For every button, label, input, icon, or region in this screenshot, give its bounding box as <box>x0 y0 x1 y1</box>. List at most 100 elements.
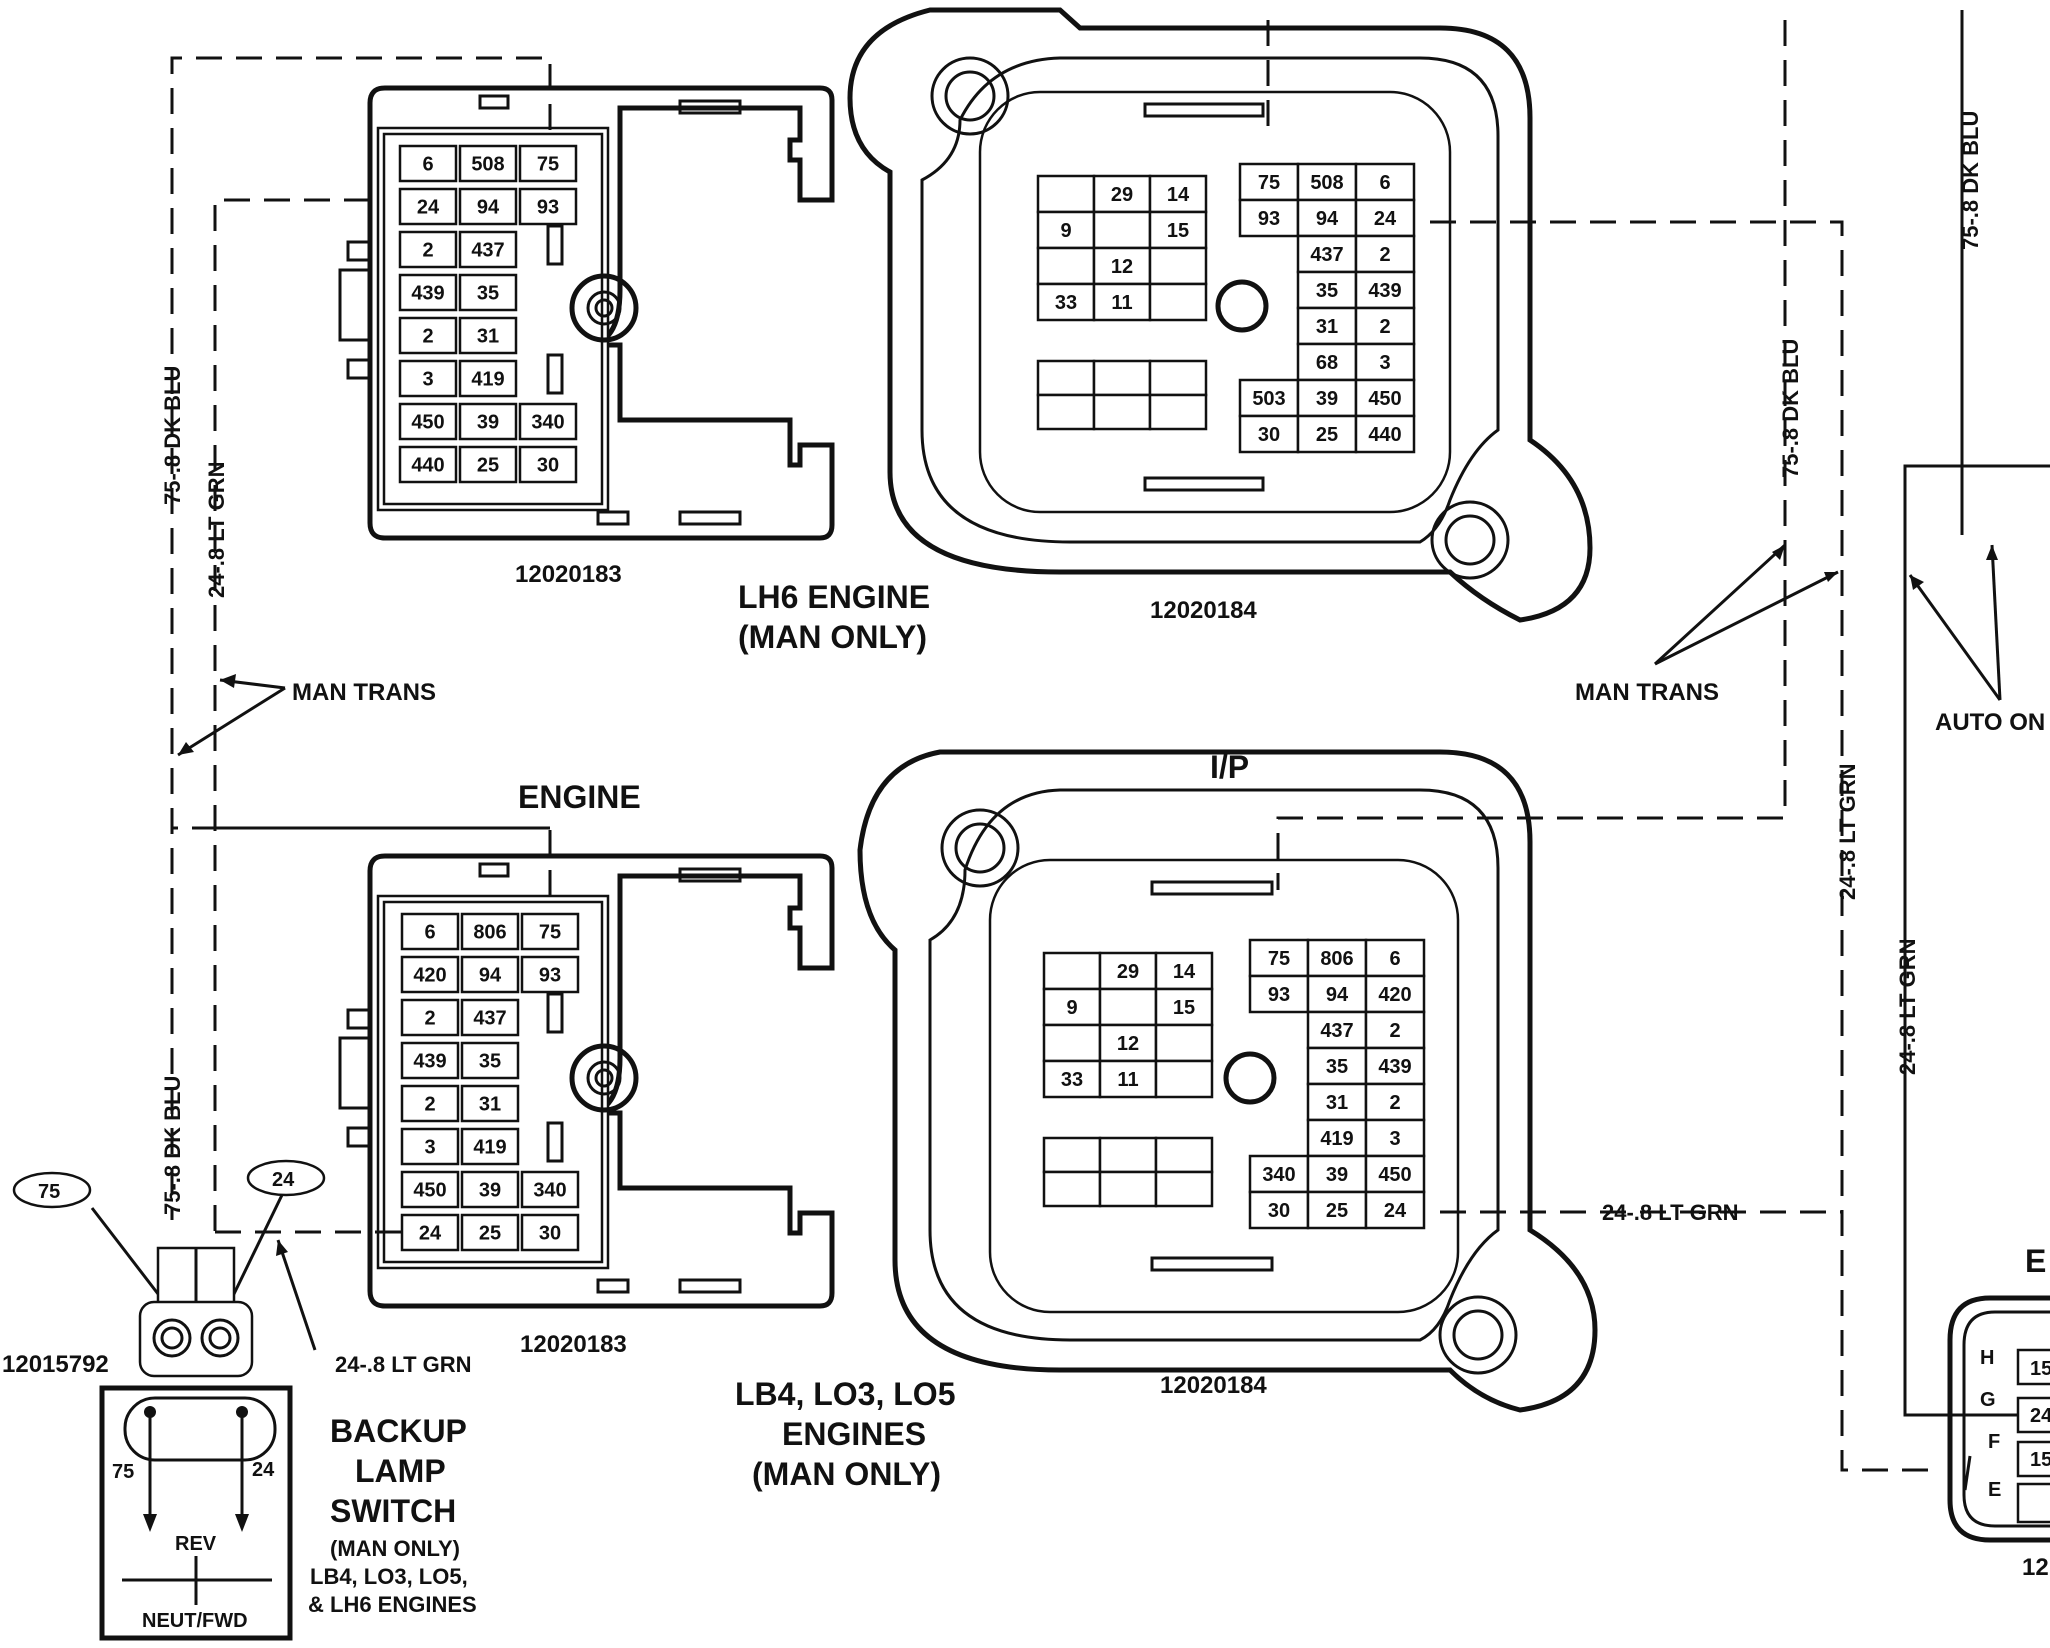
right-heading-partial: E <box>2025 1243 2046 1279</box>
ip-bottom-left-grid-3-1-cell <box>1098 1059 1158 1099</box>
ip-top-left-pin-12: 12 <box>1111 256 1133 278</box>
man-trans-label-right: MAN TRANS <box>1575 679 1719 706</box>
right-pin-h: H <box>1980 1347 1994 1369</box>
ip-top-right-pin-30-cell <box>1238 414 1300 454</box>
ip-bottom-right-pin-24-label: 24 <box>1384 1200 1407 1222</box>
engine-bottom-pin-3-label: 3 <box>424 1137 435 1159</box>
ip-bottom-right-pin-24-cell <box>1364 1190 1426 1230</box>
engine-bottom-pin-31-label: 31 <box>479 1094 501 1116</box>
engine-bottom-pin-94-label: 94 <box>479 965 502 987</box>
callout-75-bubble <box>12 1171 92 1209</box>
ip-bottom-blank-1-1-cell <box>1098 1170 1158 1208</box>
ip-top-left-pin-9: 9 <box>1060 220 1071 242</box>
ip-bottom-left-pin-29: 29 <box>1117 961 1139 983</box>
engine-bottom-pin-437-label: 437 <box>473 1008 506 1030</box>
ip-top-left-grid-2-0-cell <box>1036 246 1096 286</box>
engine-top-pin-39-label: 39 <box>477 412 499 434</box>
wire-label-75-dk-blu-right-1: 75-.8 DK BLU <box>1778 339 1803 478</box>
ip-top-right-pin-3-label: 3 <box>1379 352 1390 374</box>
wire-paths <box>170 10 2050 1472</box>
wire-label-75-dk-blu-left-bottom: 75-.8 DK BLU <box>160 1076 185 1215</box>
engine-top-pin-439-cell <box>398 273 458 312</box>
ip-bottom-right-pin-94-label: 94 <box>1326 984 1349 1006</box>
engine-top-pin-340-cell <box>518 402 578 441</box>
engine-top-pin-440-label: 440 <box>411 455 444 477</box>
engine-top-pin-508-cell <box>458 144 518 183</box>
engine-top-pin-340-label: 340 <box>531 412 564 434</box>
ip-top-right-pin-2-cell <box>1354 306 1416 346</box>
ip-top-right-pin-31-label: 31 <box>1316 316 1338 338</box>
ip-top-right-pin-31-cell <box>1296 306 1358 346</box>
engine-top-pin-24-cell <box>398 187 458 226</box>
engine-bottom-pin-340-label: 340 <box>533 1180 566 1202</box>
engine-bottom-pin-30-label: 30 <box>539 1223 561 1245</box>
engine-bottom-pin-30-cell <box>520 1213 580 1252</box>
engine-bottom-pin-2-cell <box>400 998 460 1037</box>
right-pin-g: G <box>1980 1389 1996 1411</box>
ip-bottom-left-grid-0-0-cell <box>1042 951 1102 991</box>
lb-engines-title: LB4, LO3, LO5 <box>735 1376 955 1412</box>
lh6-man-only: (MAN ONLY) <box>738 619 927 655</box>
ip-bottom-right-pin-75-label: 75 <box>1268 948 1290 970</box>
ip-top-right-pin-75-label: 75 <box>1258 172 1280 194</box>
lb-engines-sub: ENGINES <box>782 1416 926 1452</box>
ip-top-left-pin-33: 33 <box>1055 292 1077 314</box>
ip-top-right-pin-94-label: 94 <box>1316 208 1339 230</box>
right-cell-f: 15 <box>2030 1449 2050 1471</box>
engine-heading: ENGINE <box>518 779 641 815</box>
ip-bottom-right-pin-39-label: 39 <box>1326 1164 1348 1186</box>
engine-top-pin-24-label: 24 <box>417 197 440 219</box>
engine-top-pin-2-cell <box>398 230 458 269</box>
ip-bottom-left-grid-2-0-cell <box>1042 1023 1102 1063</box>
ip-bottom-right-pin-439-label: 439 <box>1378 1056 1411 1078</box>
ip-bottom-right-pin-450-cell <box>1364 1154 1426 1194</box>
engine-bottom-pin-420-cell <box>400 955 460 994</box>
engine-top-pin-39-cell <box>458 402 518 441</box>
wire-label-24-lt-grn-horizontal: 24-.8 LT GRN <box>1602 1200 1739 1225</box>
ip-bottom-right-pin-30-cell <box>1248 1190 1310 1230</box>
engine-top-pin-25-cell <box>458 445 518 484</box>
switch-note-2: LB4, LO3, LO5, <box>310 1564 468 1589</box>
callout-24-bubble <box>246 1159 326 1197</box>
ip-bottom-right-pin-31-cell <box>1306 1082 1368 1122</box>
ip-top-left-grid-2-2-cell <box>1148 246 1208 286</box>
engine-bottom-pin-3-cell <box>400 1127 460 1166</box>
engine-top-pin-2-label: 2 <box>422 326 433 348</box>
engine-top-pin-75-label: 75 <box>537 154 559 176</box>
engine-bottom-pin-340-cell <box>520 1170 580 1209</box>
ip-bottom-blank-0-1-cell <box>1098 1136 1158 1174</box>
ip-bottom-right-pin-340-label: 340 <box>1262 1164 1295 1186</box>
ip-bottom-right-pin-2-label: 2 <box>1389 1020 1400 1042</box>
ip-top-right-pin-439-label: 439 <box>1368 280 1401 302</box>
switch-connector <box>138 1246 254 1378</box>
engine-bottom-pin-31-cell <box>460 1084 520 1123</box>
ip-top-right-pin-75-cell <box>1238 162 1300 202</box>
engine-bottom-pin-439-label: 439 <box>413 1051 446 1073</box>
engine-bottom-pin-450-cell <box>400 1170 460 1209</box>
ip-top-right-pin-6-label: 6 <box>1379 172 1390 194</box>
engine-bottom-pin-2-label: 2 <box>424 1094 435 1116</box>
engine-top-pin-94-label: 94 <box>477 197 500 219</box>
ip-bottom-right-pin-450-label: 450 <box>1378 1164 1411 1186</box>
wire-label-24-lt-grn-right-2: 24-.8 LT GRN <box>1895 938 1920 1075</box>
ip-bottom-left-grid-1-1-cell <box>1098 987 1158 1027</box>
engine-bottom-pin-2-label: 2 <box>424 1008 435 1030</box>
engine-top-pin-437-cell <box>458 230 518 269</box>
ip-bottom-blank-1-0-cell <box>1042 1170 1102 1208</box>
engine-top-pin-30-label: 30 <box>537 455 559 477</box>
engine-top-pin-419-label: 419 <box>471 369 504 391</box>
ip-bottom-right-pin-806-label: 806 <box>1320 948 1353 970</box>
ip-bottom-right-pin-6-label: 6 <box>1389 948 1400 970</box>
lb-man-only: (MAN ONLY) <box>752 1456 941 1492</box>
ip-heading: I/P <box>1210 749 1249 785</box>
engine-bottom-pin-39-cell <box>460 1170 520 1209</box>
part-number-right-edge: 12 <box>2022 1554 2049 1581</box>
engine-bottom-pin-35-label: 35 <box>479 1051 501 1073</box>
right-cell-h: 15 <box>2030 1358 2050 1380</box>
ip-bottom-left-grid-3-2-cell <box>1154 1059 1214 1099</box>
ip-top-right-pin-24-label: 24 <box>1374 208 1397 230</box>
engine-bottom-pin-35-cell <box>460 1041 520 1080</box>
